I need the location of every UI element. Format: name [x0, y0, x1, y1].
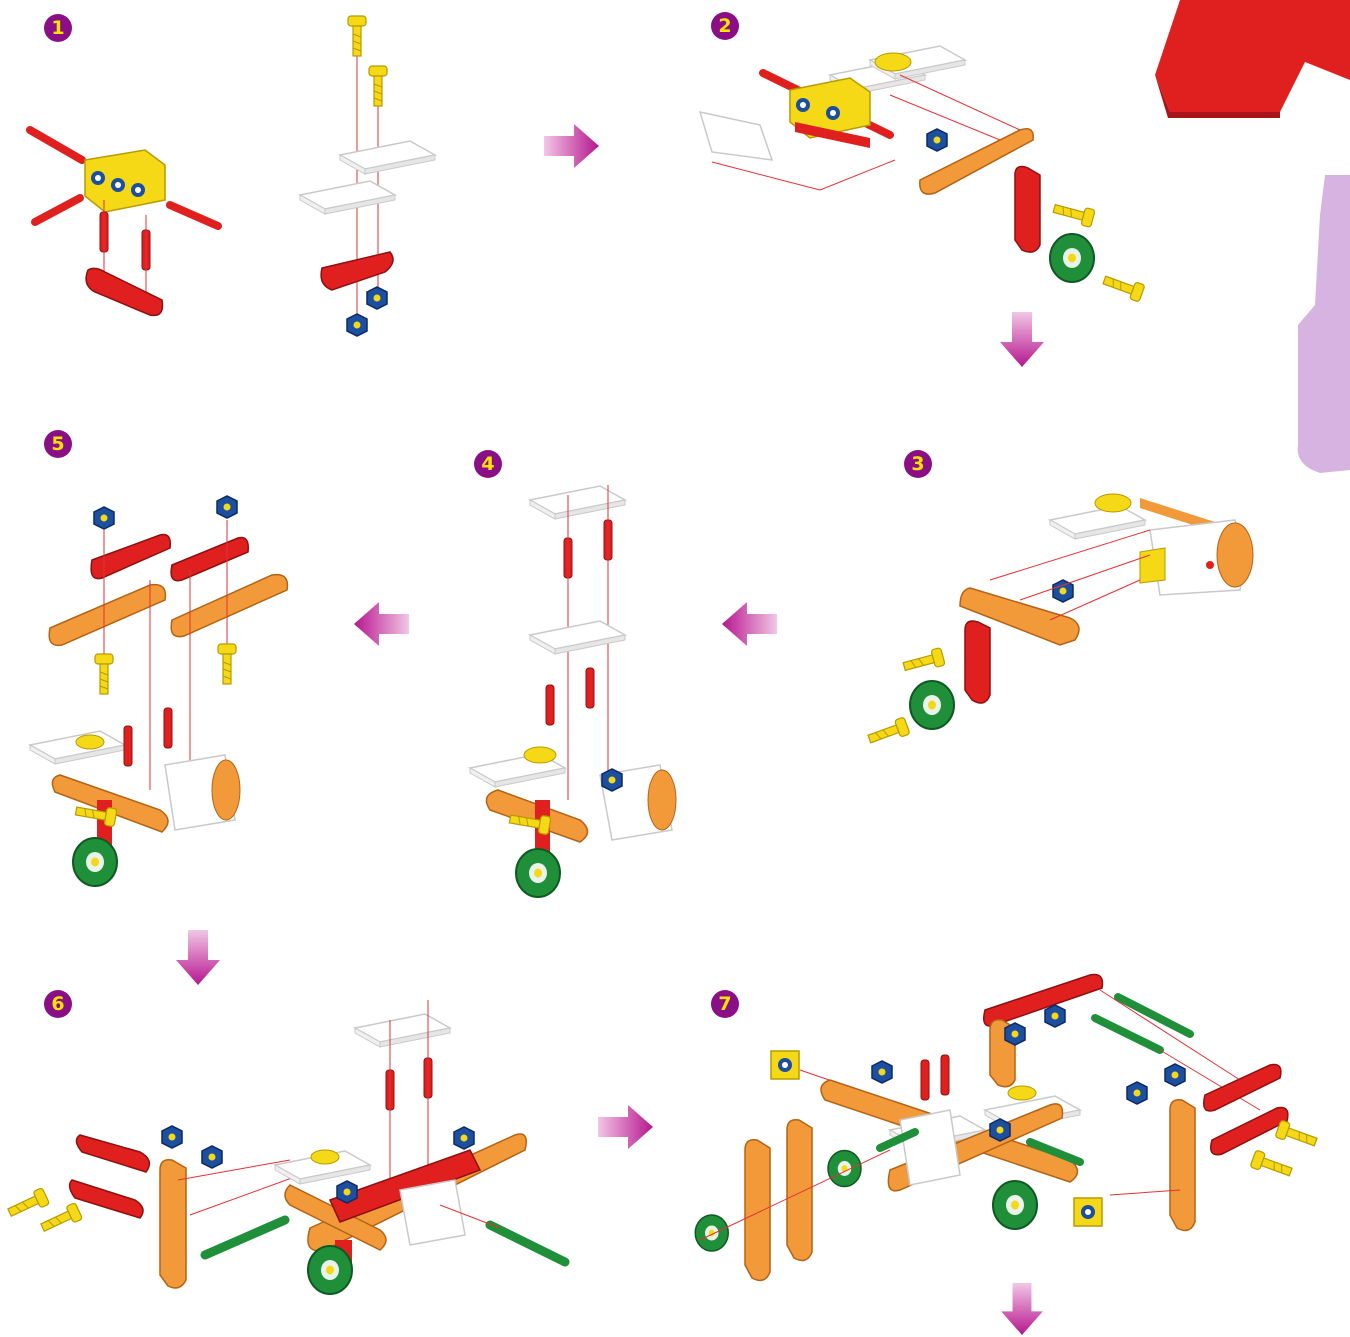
step-6-parts	[6, 1000, 565, 1294]
step-2-parts	[700, 46, 1145, 302]
step-1-plate-stack	[300, 16, 435, 336]
step-4-parts	[470, 485, 676, 897]
step-3-parts	[866, 494, 1253, 748]
step-7-parts	[695, 975, 1318, 1281]
step-1-parts	[30, 130, 218, 315]
step-5-parts	[30, 496, 287, 886]
